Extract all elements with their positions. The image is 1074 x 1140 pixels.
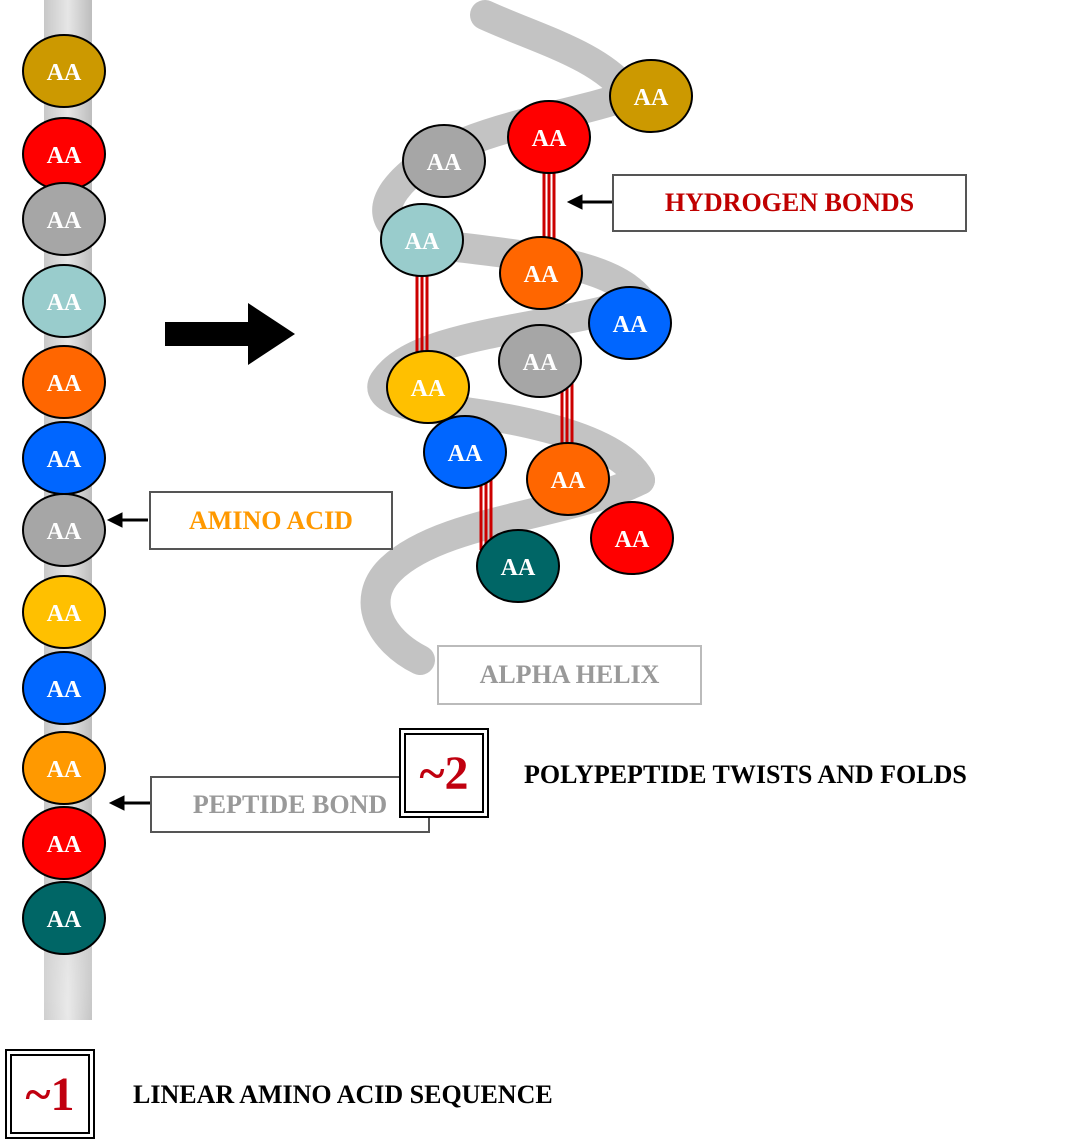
helix-residues: AA AA AA AA AA AA AA AA AA AA AA AA [380, 59, 693, 603]
residue-label: AA [47, 601, 82, 627]
helix-residue: AA [476, 529, 560, 603]
residue-circle [22, 575, 106, 649]
residue-circle [22, 881, 106, 955]
hydrogen-bond-lines [415, 163, 574, 550]
linear-residue: AA [22, 575, 106, 649]
helix-residue: AA [590, 501, 674, 575]
residue-label: AA [47, 832, 82, 858]
residue-label: AA [47, 757, 82, 783]
residue-label: AA [47, 907, 82, 933]
residue-circle [22, 651, 106, 725]
linear-residue: AA [22, 421, 106, 495]
helix-residue: AA [609, 59, 693, 133]
amino-acid-label: AMINO ACID [149, 491, 393, 550]
linear-chain: AA AA AA AA AA AA AA AA AA AA AA AA [22, 34, 106, 955]
helix-residue: AA [423, 415, 507, 489]
residue-label: AA [47, 519, 82, 545]
residue-circle [22, 264, 106, 338]
residue-label: AA [405, 229, 440, 255]
residue-circle [22, 345, 106, 419]
residue-circle [22, 493, 106, 567]
residue-label: AA [524, 262, 559, 288]
residue-label: AA [523, 350, 558, 376]
step-1-text: LINEAR AMINO ACID SEQUENCE [133, 1080, 553, 1109]
peptide-bond-label: PEPTIDE BOND [150, 776, 430, 833]
linear-residue: AA [22, 731, 106, 805]
step-1-box: ~1 [5, 1049, 95, 1139]
helix-residue: AA [380, 203, 464, 277]
residue-circle [22, 806, 106, 880]
residue-label: AA [634, 85, 669, 111]
residue-circle [609, 59, 693, 133]
residue-circle [588, 286, 672, 360]
residue-label: AA [47, 60, 82, 86]
linear-residue: AA [22, 493, 106, 567]
helix-residue: AA [499, 236, 583, 310]
residue-label: AA [47, 143, 82, 169]
residue-label: AA [448, 441, 483, 467]
helix-residue: AA [402, 124, 486, 198]
helix-residue: AA [526, 442, 610, 516]
residue-circle [22, 182, 106, 256]
residue-label: AA [501, 555, 536, 581]
residue-circle [507, 100, 591, 174]
transition-arrow [165, 303, 295, 365]
linear-residue: AA [22, 806, 106, 880]
residue-label: AA [47, 447, 82, 473]
residue-circle [22, 34, 106, 108]
residue-label: AA [47, 290, 82, 316]
residue-circle [423, 415, 507, 489]
residue-label: AA [613, 312, 648, 338]
residue-circle [499, 236, 583, 310]
residue-circle [590, 501, 674, 575]
step-2-box: ~2 [399, 728, 489, 818]
linear-residue: AA [22, 651, 106, 725]
step-2-text: POLYPEPTIDE TWISTS AND FOLDS [524, 760, 967, 789]
residue-circle [476, 529, 560, 603]
alpha-helix-label: ALPHA HELIX [437, 645, 702, 705]
linear-residue: AA [22, 182, 106, 256]
residue-circle [386, 350, 470, 424]
residue-label: AA [47, 677, 82, 703]
residue-circle [526, 442, 610, 516]
residue-label: AA [532, 126, 567, 152]
linear-residue: AA [22, 345, 106, 419]
linear-residue: AA [22, 34, 106, 108]
residue-label: AA [47, 208, 82, 234]
helix-residue: AA [498, 324, 582, 398]
helix-residue: AA [588, 286, 672, 360]
residue-label: AA [615, 527, 650, 553]
residue-label: AA [551, 468, 586, 494]
linear-residue: AA [22, 881, 106, 955]
linear-residue: AA [22, 117, 106, 191]
hydrogen-bonds-label: HYDROGEN BONDS [612, 174, 967, 232]
residue-label: AA [411, 376, 446, 402]
helix-residue: AA [386, 350, 470, 424]
residue-circle [380, 203, 464, 277]
residue-circle [22, 731, 106, 805]
helix-residue: AA [507, 100, 591, 174]
residue-label: AA [427, 150, 462, 176]
residue-circle [498, 324, 582, 398]
pointer-arrows [106, 194, 612, 811]
linear-residue: AA [22, 264, 106, 338]
residue-circle [402, 124, 486, 198]
residue-label: AA [47, 371, 82, 397]
